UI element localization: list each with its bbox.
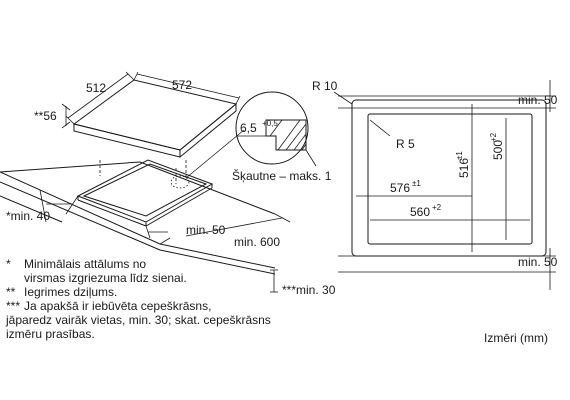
worktop: *min. 40 min. 50 min. 600 ***min. 30	[0, 129, 336, 297]
inner-height-tolerance: +2	[489, 132, 498, 142]
cutout-plan: R 10 R 5 min. 50 min. 50 576 ±1 560 +2 5…	[312, 79, 558, 290]
outer-width-tolerance: ±1	[412, 179, 421, 188]
inner-width-label: 560	[410, 205, 430, 219]
front-distance-label: min. 50	[186, 223, 226, 237]
inner-width-tolerance: +2	[432, 203, 442, 212]
note-1-line-1: Minimālais attālums no	[24, 257, 146, 271]
inner-radius-label: R 5	[396, 137, 415, 151]
worktop-depth-label: min. 600	[234, 235, 280, 249]
note-3-mark: ***	[6, 299, 20, 313]
note-3-line-2: jāparedz vairāk vietas, min. 30; skat. c…	[5, 313, 271, 327]
side-distance-label: *min. 40	[6, 209, 50, 223]
note-3-line-3: izmēru prasības.	[6, 327, 95, 341]
units-label: Izmēri (mm)	[484, 331, 548, 345]
top-clearance-label: min. 50	[518, 93, 558, 107]
footnotes: * Minimālais attālums no virsmas izgriez…	[5, 257, 271, 341]
oven-clearance-label: ***min. 30	[282, 283, 336, 297]
edge-detail: 6,5 +0,5 Šķautne – maks. 1	[232, 91, 332, 183]
hob-perspective: 512 572 **56	[34, 71, 241, 184]
note-1-line-2: virsmas izgriezuma līdz sienai.	[24, 271, 187, 285]
chamfer-tolerance-label: +0,5	[262, 119, 278, 128]
chamfer-depth-label: 6,5	[240, 121, 257, 135]
inner-height-label: 500	[491, 140, 505, 160]
note-2-mark: **	[6, 285, 16, 299]
outer-height-label: 516	[457, 158, 471, 178]
note-1-mark: *	[6, 257, 11, 271]
recess-depth-label: **56	[34, 109, 57, 123]
note-3-line-1: Ja apakšā ir iebūvēta cepeškrāsns,	[24, 299, 211, 313]
outer-height-tolerance: ±1	[455, 151, 464, 160]
hob-depth-label: 572	[172, 78, 192, 92]
note-2-line-1: Iegrimes dziļums.	[24, 285, 117, 299]
outer-radius-label: R 10	[312, 79, 338, 93]
outer-width-label: 576	[390, 181, 410, 195]
bottom-clearance-label: min. 50	[518, 255, 558, 269]
hob-width-label: 512	[86, 81, 106, 95]
edge-caption: Šķautne – maks. 1	[232, 168, 332, 183]
